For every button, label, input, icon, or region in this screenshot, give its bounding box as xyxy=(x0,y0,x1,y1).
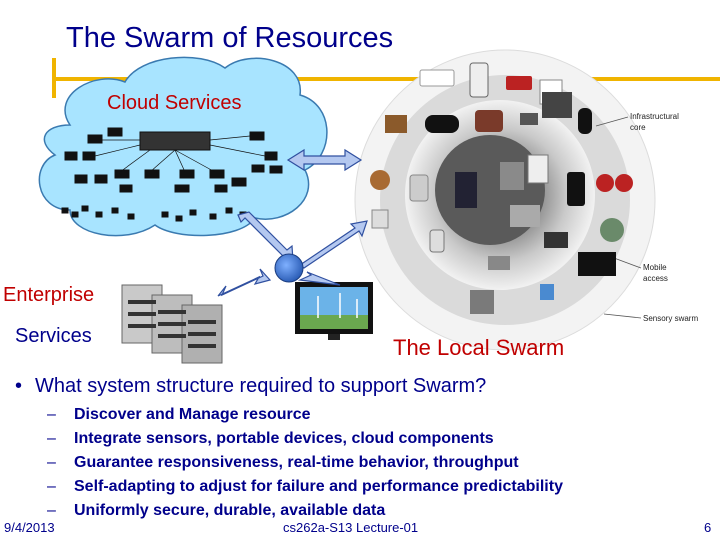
slide-title: The Swarm of Resources xyxy=(66,22,394,54)
ring-label-core-line2: core xyxy=(630,123,646,132)
footer-course: cs262a-S13 Lecture-01 xyxy=(283,520,419,535)
server-racks xyxy=(121,284,223,364)
swarm-rings xyxy=(354,49,656,351)
ring-leaders xyxy=(595,116,642,319)
sub-bullet-list: – Discover and Manage resource – Integrate… xyxy=(47,403,563,523)
dash-icon: – xyxy=(47,454,56,471)
list-item: – Integrate sensors, portable devices, cl… xyxy=(47,427,563,451)
monitor-icon xyxy=(295,282,373,340)
list-item-text: Guarantee responsiveness, real-time beha… xyxy=(74,454,519,471)
local-swarm-label: The Local Swarm xyxy=(393,335,565,360)
page-number: 6 xyxy=(704,520,712,535)
footer-date: 9/4/2013 xyxy=(4,520,55,535)
device-icons xyxy=(370,62,633,314)
list-item-text: Uniformly secure, durable, available dat… xyxy=(74,502,386,519)
list-item: – Self-adapting to adjust for failure and… xyxy=(47,475,563,499)
list-item-text: Integrate sensors, portable devices, clo… xyxy=(74,430,494,447)
services-label: Services xyxy=(15,325,92,347)
connector-arrows xyxy=(217,148,368,297)
ring-label-mobile-line1: Mobile xyxy=(643,263,667,272)
dash-icon: – xyxy=(47,502,56,519)
ring-label-sensory: Sensory swarm xyxy=(643,314,699,323)
dash-icon: – xyxy=(47,406,56,423)
main-bullet: • What system structure required to suppo… xyxy=(15,375,486,398)
cloud-services-label: Cloud Services xyxy=(107,92,242,114)
bullet-dot-icon: • xyxy=(15,375,23,397)
list-item: – Uniformly secure, durable, available da… xyxy=(47,499,563,523)
enterprise-label: Enterprise xyxy=(3,284,95,306)
list-item: – Discover and Manage resource xyxy=(47,403,563,427)
list-item: – Guarantee responsiveness, real-time beh… xyxy=(47,451,563,475)
list-item-text: Self-adapting to adjust for failure and … xyxy=(74,478,563,495)
hub-node xyxy=(274,253,304,283)
main-bullet-text: What system structure required to suppor… xyxy=(35,375,487,397)
dash-icon: – xyxy=(47,430,56,447)
title-underline-rule xyxy=(52,77,720,81)
dash-icon: – xyxy=(47,478,56,495)
ring-label-mobile-line2: access xyxy=(643,274,668,283)
list-item-text: Discover and Manage resource xyxy=(74,406,311,423)
ring-label-core-line1: Infrastructural xyxy=(630,112,679,121)
